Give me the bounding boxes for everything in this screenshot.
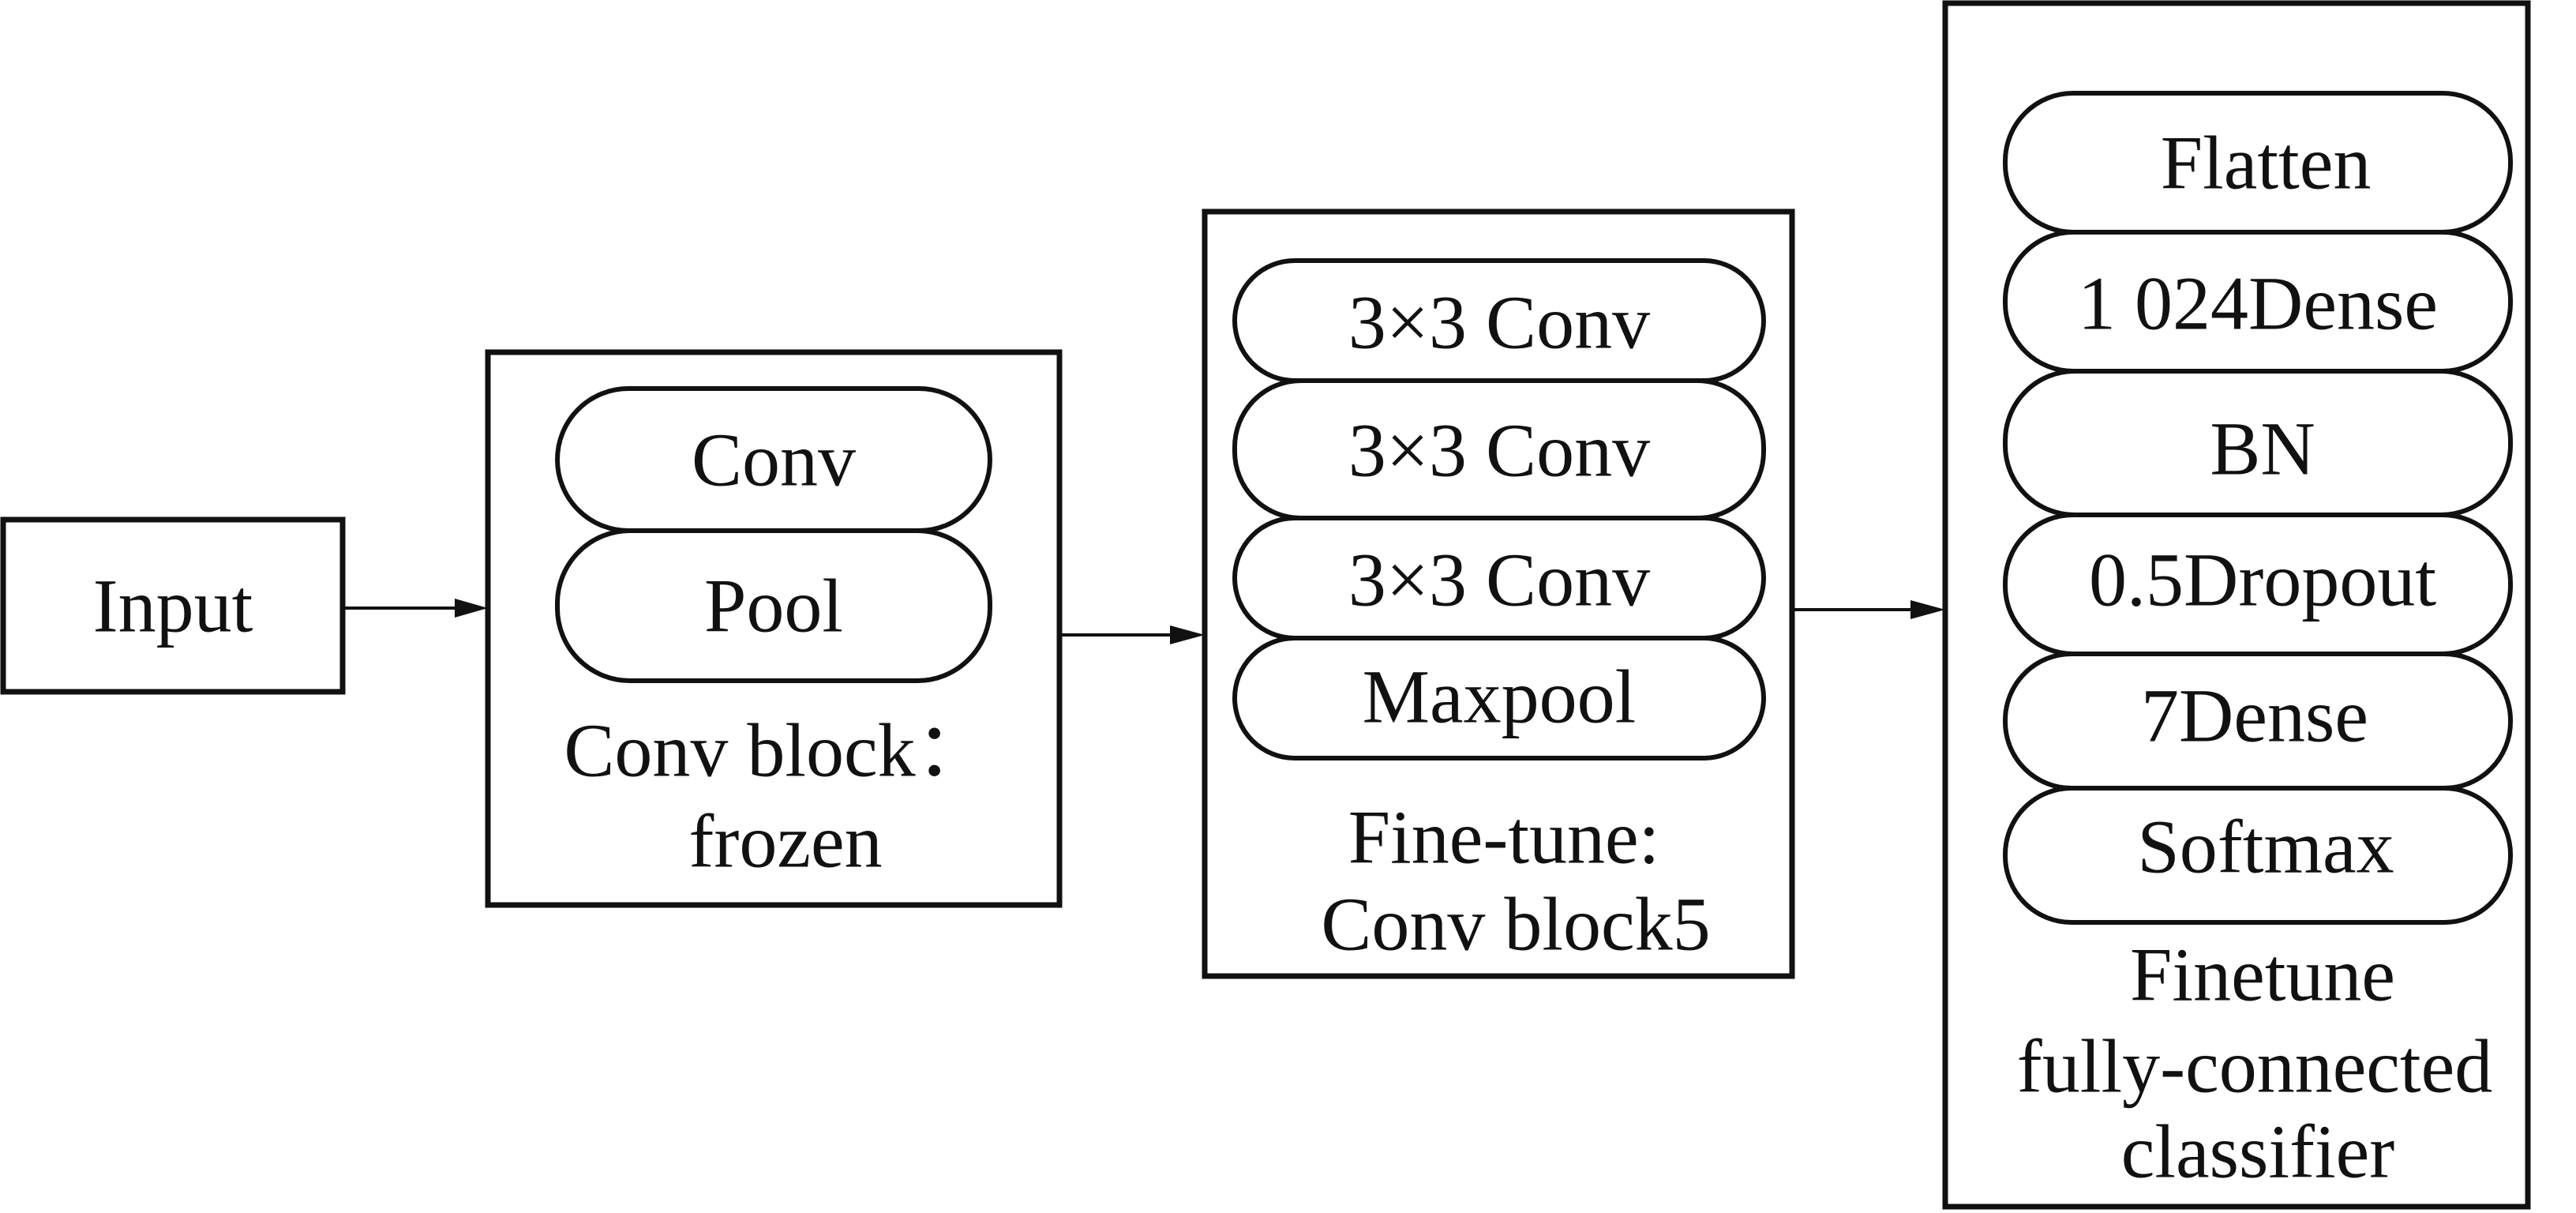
layer-softmax xyxy=(2003,786,2513,925)
classifier-caption-line1: Finetune xyxy=(2130,933,2395,1017)
layer-maxpool-label: Maxpool xyxy=(1363,655,1637,739)
layer-conv-label: Conv xyxy=(692,418,856,502)
layer-pool-label: Pool xyxy=(704,564,843,648)
layer-conv3x3-3-label: 3×3 Conv xyxy=(1348,538,1650,622)
layer-conv3x3-1-label: 3×3 Conv xyxy=(1348,280,1650,365)
fine-tune-caption-line2: Conv block5 xyxy=(1321,882,1710,967)
layer-bn-label: BN xyxy=(2210,407,2315,491)
conv-block-caption-line1: Conv block： xyxy=(564,708,991,793)
conv-block-frozen: Conv Pool Conv block： frozen xyxy=(485,349,1063,908)
classifier-block: Flatten 1 024Dense BN 0.5Dropout 7Dense … xyxy=(1942,0,2531,1210)
arrow-input-to-conv-block xyxy=(343,599,488,618)
fine-tune-caption-line1: Fine-tune: xyxy=(1348,795,1660,880)
input-node: Input xyxy=(0,516,346,695)
layer-pool xyxy=(555,528,992,683)
classifier-caption-line3: classifier xyxy=(2121,1110,2395,1194)
layer-softmax-label: Softmax xyxy=(2137,805,2394,889)
fine-tune-conv-block5: 3×3 Conv 3×3 Conv 3×3 Conv Maxpool Fine-… xyxy=(1202,208,1795,979)
input-label: Input xyxy=(93,564,253,648)
layer-maxpool xyxy=(1232,636,1766,760)
classifier-caption-line2: fully-connected xyxy=(2017,1024,2492,1109)
layer-dense-7-label: 7Dense xyxy=(2141,674,2368,758)
conv-block-caption-line2: frozen xyxy=(688,799,882,884)
layer-conv3x3-2-label: 3×3 Conv xyxy=(1348,408,1650,493)
layer-flatten-label: Flatten xyxy=(2161,121,2372,205)
arrow-finetune-to-classifier xyxy=(1792,600,1945,619)
arrow-conv-to-finetune-block xyxy=(1059,625,1205,644)
layer-dense-1024-label: 1 024Dense xyxy=(2078,261,2438,346)
layer-dropout-label: 0.5Dropout xyxy=(2089,538,2436,622)
